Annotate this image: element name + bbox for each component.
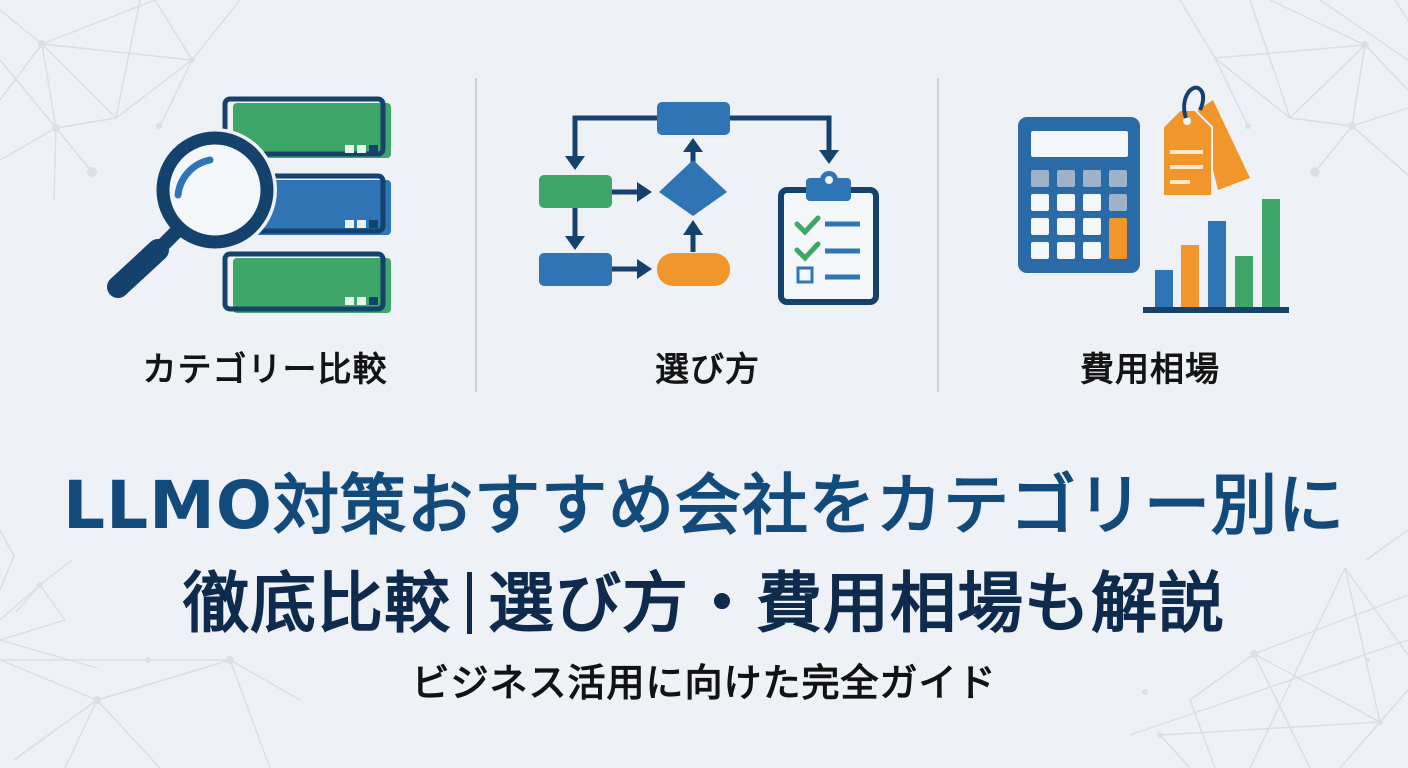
panel-label: 費用相場: [1080, 350, 1220, 390]
panel-label: カテゴリー比較: [142, 350, 388, 390]
title-separator-bar: [467, 572, 472, 634]
panel-divider: [475, 78, 477, 392]
flowchart-with-checklist-icon: [539, 102, 879, 305]
panel-label: 選び方: [655, 350, 760, 390]
panel-category-comparison: カテゴリー比較: [60, 70, 470, 410]
panel-cost-market: 費用相場: [945, 70, 1355, 410]
calculator-price-tag-bar-chart-icon: [1018, 85, 1289, 313]
subtitle: ビジネス活用に向けた完全ガイド: [411, 661, 997, 705]
title-line-2-right: 選び方・費用相場も解説: [488, 565, 1225, 642]
panel-how-to-choose: 選び方: [480, 70, 935, 410]
page-title-line-1: LLMO対策おすすめ会社をカテゴリー別に: [63, 467, 1345, 544]
title-line-2-left: 徹底比較: [183, 565, 451, 642]
magnifier-over-database-icon: [107, 96, 391, 313]
page-title-line-2: 徹底比較選び方・費用相場も解説: [0, 550, 1408, 646]
panel-divider: [937, 78, 939, 392]
